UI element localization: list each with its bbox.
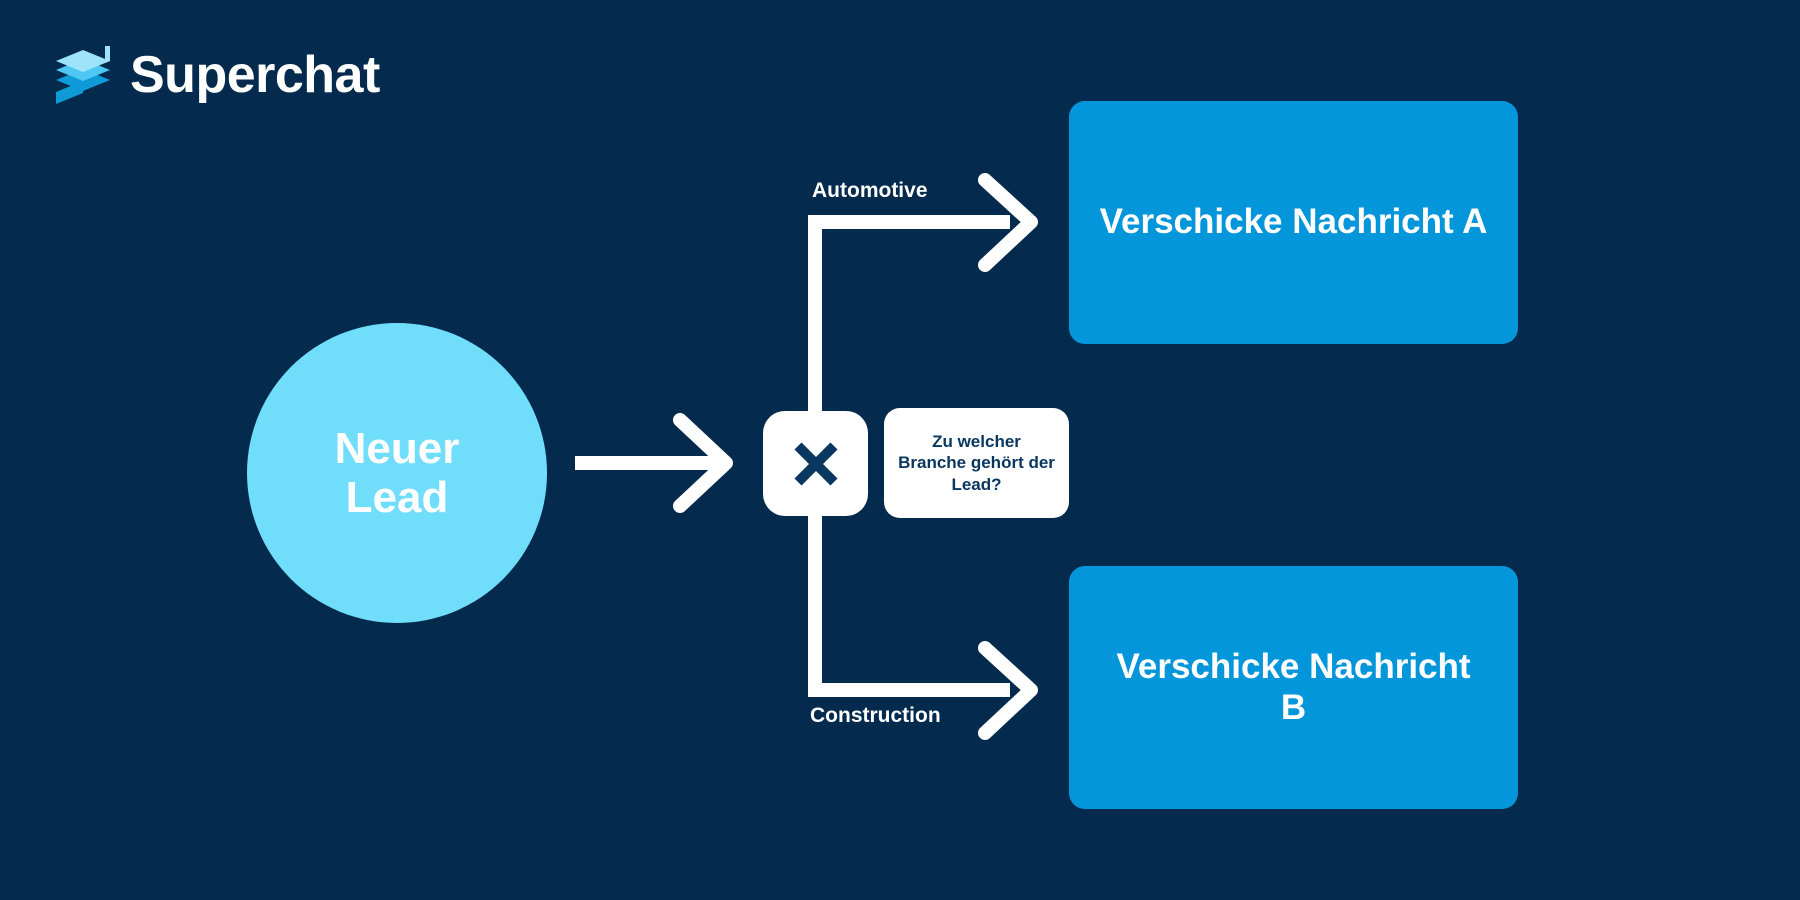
brand-logo: Superchat [52,40,380,110]
decision-question-tooltip: Zu welcher Branche gehört der Lead? [884,408,1069,518]
connector-decision-to-message-b [808,516,1038,740]
brand-wordmark: Superchat [130,46,380,104]
connector-start-to-decision [575,413,733,513]
branch-label-automotive: Automotive [812,179,928,202]
node-send-message-b-label: Verschicke Nachricht B [1116,646,1471,727]
decision-question-text: Zu welcher Branche gehört der Lead? [898,432,1055,494]
branch-label-construction: Construction [810,704,941,727]
node-decision[interactable] [763,411,868,516]
node-new-lead-label: Neuer Lead [334,423,460,522]
node-new-lead[interactable]: Neuer Lead [247,323,547,623]
x-mark-icon [790,438,842,490]
connector-decision-to-message-a [808,173,1038,411]
node-send-message-a[interactable]: Verschicke Nachricht A [1069,101,1518,344]
stacked-layers-icon [52,40,114,110]
node-send-message-a-label: Verschicke Nachricht A [1099,202,1488,242]
node-send-message-b[interactable]: Verschicke Nachricht B [1069,566,1518,809]
